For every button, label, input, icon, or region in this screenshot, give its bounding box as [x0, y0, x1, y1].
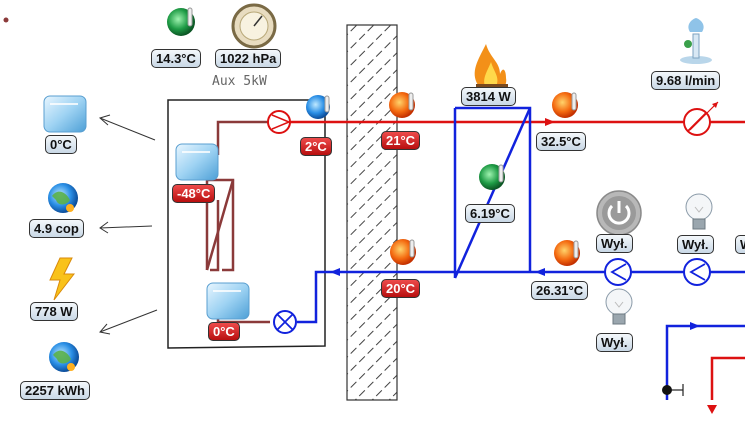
- fire-icon: [474, 44, 508, 91]
- buffer-temp-value: 6.19°C: [465, 204, 515, 223]
- bottom-supply-arrow: [707, 405, 717, 414]
- supply-temp-value: 32.5°C: [536, 132, 586, 151]
- wall-hatched: [346, 24, 398, 401]
- globe-icon: [49, 342, 79, 372]
- aux-heater-label: Aux 5kW: [212, 74, 267, 89]
- lightning-icon: [49, 257, 76, 301]
- pump-symbol-2[interactable]: [683, 258, 711, 286]
- temp-sensor-icon: [554, 240, 580, 266]
- outdoor-temperature: 14.3°C: [151, 49, 201, 68]
- light-bulb-icon: [685, 193, 713, 230]
- status-dot: [3, 17, 9, 23]
- globe-icon: [48, 183, 78, 213]
- ice-cube-icon: [43, 95, 87, 133]
- thermometer-sun-icon: [167, 7, 195, 36]
- cop-value: 4.9 cop: [29, 219, 84, 238]
- pump2-label[interactable]: Wył.: [677, 235, 714, 254]
- water-tap-icon: [680, 18, 712, 64]
- return-temp-value: 20°C: [381, 279, 421, 298]
- ice-cube-icon: [175, 143, 219, 181]
- flow-temp-value: 21°C: [381, 131, 421, 150]
- temp-sensor-icon: [552, 92, 578, 118]
- pump-symbol-1[interactable]: [604, 258, 632, 286]
- power-button-icon[interactable]: [596, 190, 642, 236]
- ice-cube-icon: [206, 282, 250, 320]
- power-value: 778 W: [30, 302, 78, 321]
- evaporator-bottom-temp: 0°C: [208, 322, 240, 341]
- return-arrow-right: [535, 268, 545, 276]
- energy-value: 2257 kWh: [20, 381, 90, 400]
- expansion-valve-symbol: [273, 310, 297, 334]
- valve-node: [662, 385, 672, 395]
- evaporator-top-temp: -48°C: [172, 184, 216, 203]
- barometer-icon: [231, 3, 277, 49]
- temp-sensor-icon: [390, 239, 416, 265]
- supply-arrow: [545, 118, 555, 126]
- light-bulb-icon: [605, 288, 633, 325]
- freeze-temp-value: 0°C: [45, 135, 77, 154]
- return-line-temp-value: 26.31°C: [531, 281, 589, 300]
- pump3-label[interactable]: W: [735, 235, 745, 254]
- power-button-label[interactable]: Wył.: [596, 234, 633, 253]
- return-arrow-left: [330, 268, 340, 276]
- flow-rate-value: 9.68 l/min: [651, 71, 721, 90]
- compressor-out-temp: 2°C: [300, 137, 332, 156]
- lamp-label[interactable]: Wył.: [596, 333, 633, 352]
- temp-sensor-icon: [389, 92, 415, 118]
- bottom-piping: [665, 324, 745, 400]
- buffer-sensor-icon: [479, 164, 505, 190]
- heating-power-value: 3814 W: [461, 87, 516, 106]
- heat-pump-unit: [167, 99, 326, 349]
- compressor-symbol: [267, 110, 291, 134]
- bottom-return-arrow: [690, 322, 700, 330]
- outdoor-pressure: 1022 hPa: [215, 49, 282, 68]
- indicator-arrows: [98, 114, 158, 335]
- temp-sensor-icon: [306, 95, 330, 119]
- flow-meter-symbol: [683, 101, 719, 136]
